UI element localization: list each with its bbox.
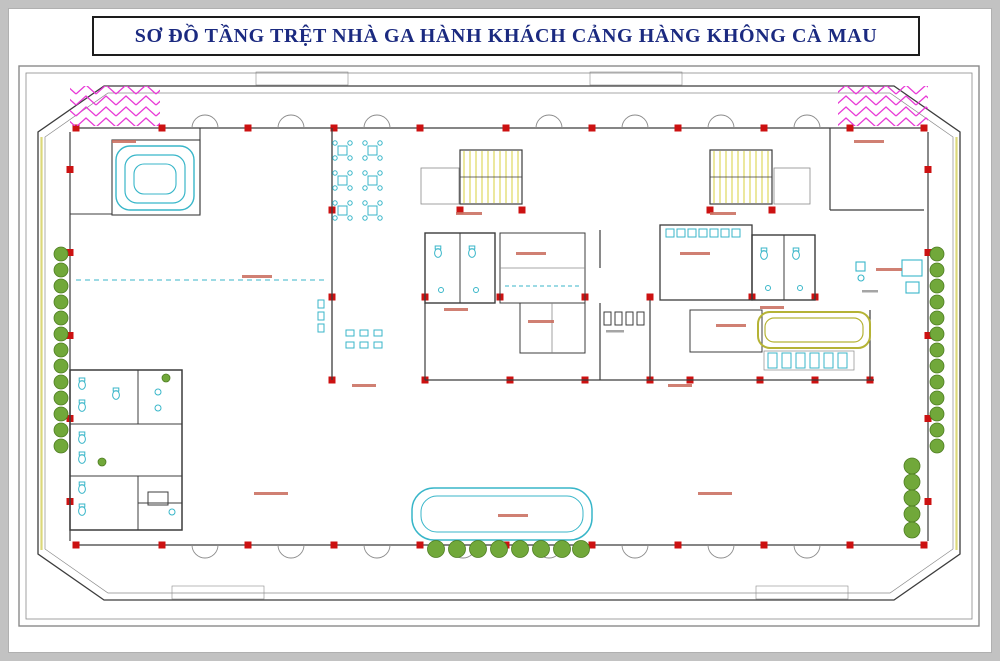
stairs-right [709,149,811,205]
floor-plan-container [16,62,984,634]
door-arcs [191,114,821,559]
columns [66,124,932,549]
label-marks [112,140,902,517]
planters-right [929,246,945,454]
stairs-left [420,149,523,205]
page-title: SƠ ĐỒ TẦNG TRỆT NHÀ GA HÀNH KHÁCH CẢNG H… [134,24,878,47]
entrance-loop [411,487,593,541]
office-room [689,309,763,353]
drawing-frame [18,65,980,627]
center-toilet-block [424,232,496,304]
baggage-belt-loop [757,311,871,371]
right-center-block [649,128,924,381]
right-desks [855,259,923,294]
canopy-top-left [255,71,349,86]
canopy-top-right [589,71,683,86]
seating-area [331,128,383,380]
floor-plan-drawing [18,65,980,627]
planters-bottom-right [903,457,921,539]
planters-left [53,246,69,454]
corner-chevron-right [838,86,928,126]
room-top-left-walls [70,128,201,215]
building-outline [37,85,961,601]
perimeter-walls [69,127,929,546]
toilet-block-left [69,369,183,531]
center-rooms [424,230,650,381]
entrance-trees [427,540,590,558]
seat-row [665,228,741,238]
security-gates [603,311,645,326]
checkin-counters [317,299,383,349]
canopy-bottom-left [171,585,265,600]
baggage-carousel [70,128,201,216]
title-box: SƠ ĐỒ TẦNG TRỆT NHÀ GA HÀNH KHÁCH CẢNG H… [92,16,920,56]
canopy-bottom-right [755,585,849,600]
corner-chevron-left [70,86,160,126]
sheet-page: SƠ ĐỒ TẦNG TRỆT NHÀ GA HÀNH KHÁCH CẢNG H… [8,8,992,653]
